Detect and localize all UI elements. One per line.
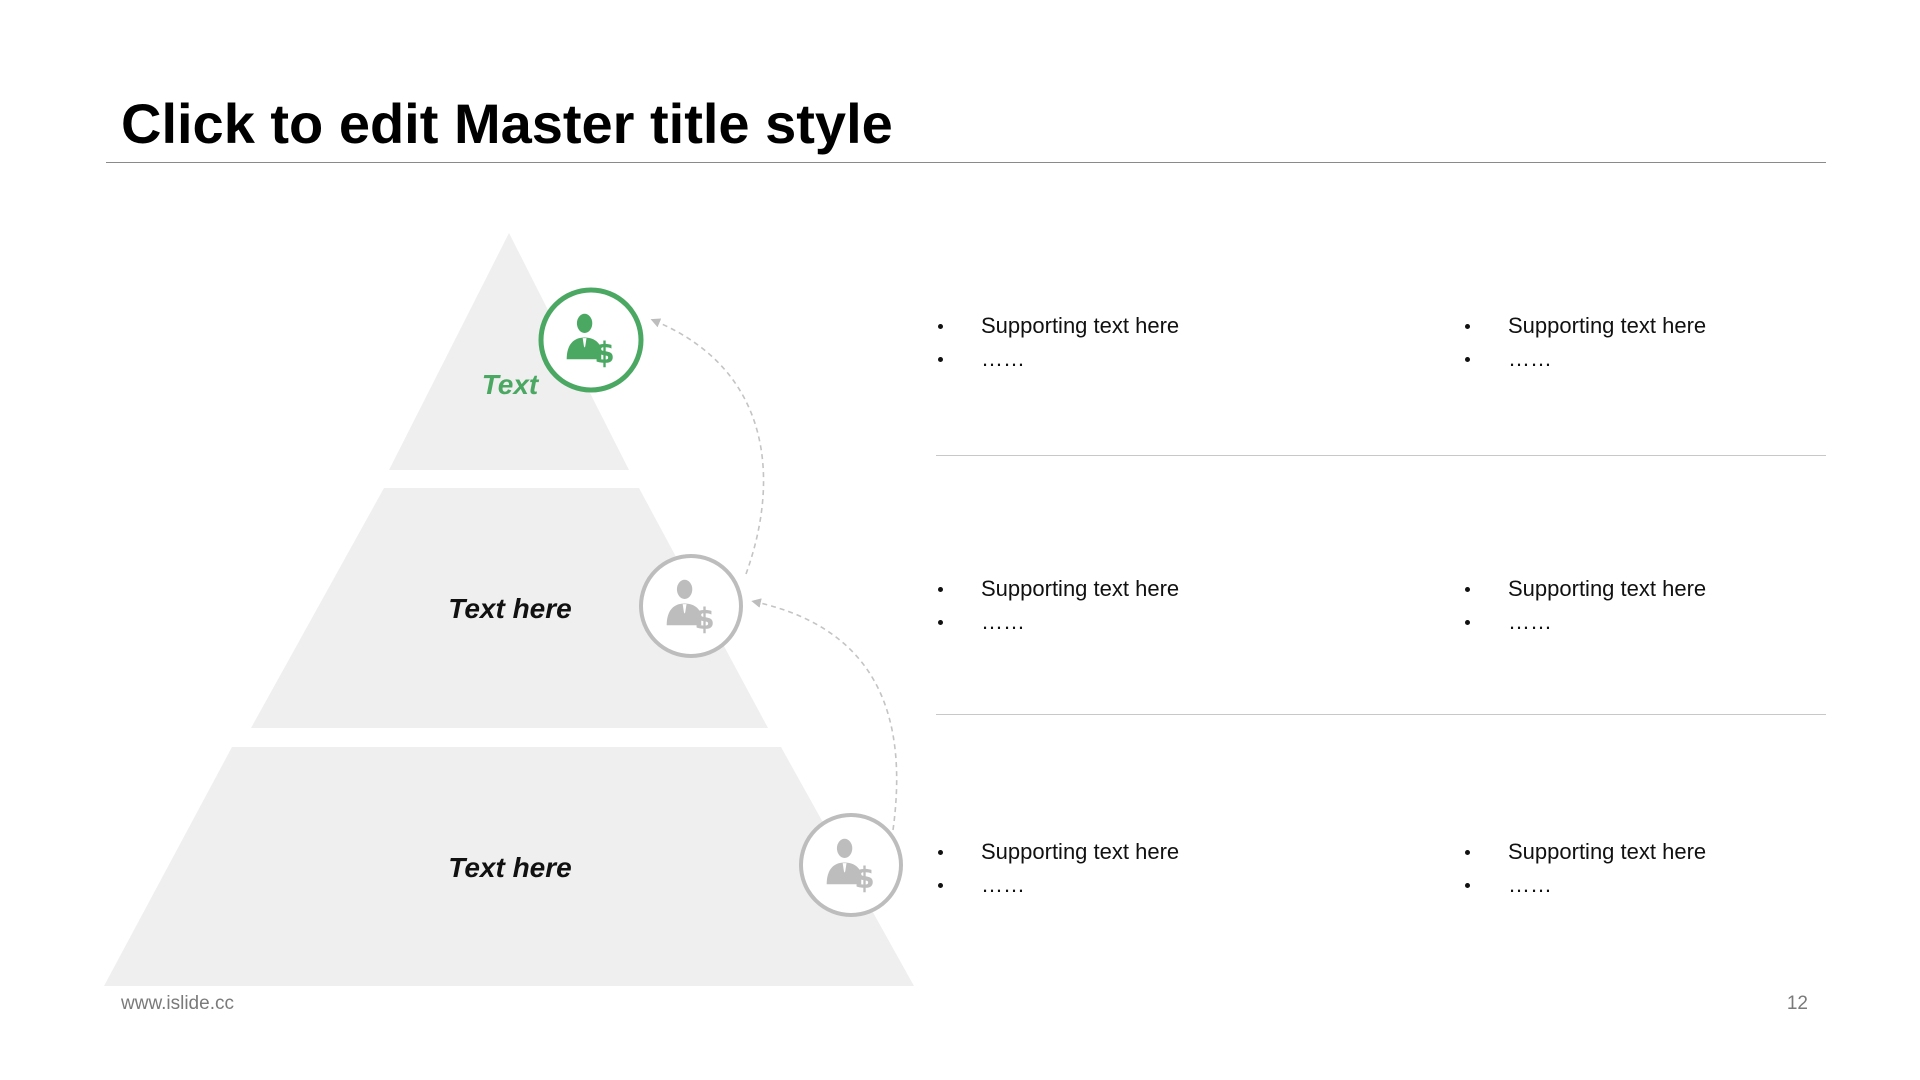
page-number: 12 xyxy=(1786,993,1808,1014)
tier-label-top[interactable]: Text xyxy=(481,369,539,400)
list-item: Supporting text here xyxy=(1463,572,1920,605)
list-item: …… xyxy=(936,605,1416,638)
list-item: …… xyxy=(1463,868,1920,901)
row-divider xyxy=(936,455,1826,456)
row-2-left-text[interactable]: Supporting text here …… xyxy=(936,572,1416,638)
connector-arrow-upper xyxy=(650,318,765,575)
tier-bottom-icon-circle[interactable] xyxy=(799,813,903,917)
row-2-right-text[interactable]: Supporting text here …… xyxy=(1463,572,1920,638)
tier-middle-icon-circle[interactable] xyxy=(639,554,743,658)
row-3-right-text[interactable]: Supporting text here …… xyxy=(1463,835,1920,901)
pyramid-tier-bottom xyxy=(104,747,914,986)
connector-arrow-lower xyxy=(751,598,898,831)
list-item: …… xyxy=(1463,342,1920,375)
title-underline xyxy=(106,162,1826,163)
row-divider xyxy=(936,714,1826,715)
list-item: Supporting text here xyxy=(936,572,1416,605)
list-item: …… xyxy=(1463,605,1920,638)
row-1-right-text[interactable]: Supporting text here …… xyxy=(1463,309,1920,375)
list-item: Supporting text here xyxy=(1463,309,1920,342)
footer-website: www.islide.cc xyxy=(121,993,234,1014)
row-3-left-text[interactable]: Supporting text here …… xyxy=(936,835,1416,901)
tier-label-bottom[interactable]: Text here xyxy=(448,852,572,883)
tier-label-middle[interactable]: Text here xyxy=(448,593,572,624)
row-1-left-text[interactable]: Supporting text here …… xyxy=(936,309,1416,375)
slide-title[interactable]: Click to edit Master title style xyxy=(121,92,893,155)
list-item: Supporting text here xyxy=(1463,835,1920,868)
list-item: Supporting text here xyxy=(936,835,1416,868)
list-item: Supporting text here xyxy=(936,309,1416,342)
list-item: …… xyxy=(936,868,1416,901)
tier-top-icon-circle[interactable] xyxy=(538,287,644,393)
pyramid-tier-top xyxy=(389,233,629,470)
list-item: …… xyxy=(936,342,1416,375)
pyramid-tier-middle xyxy=(251,488,768,728)
